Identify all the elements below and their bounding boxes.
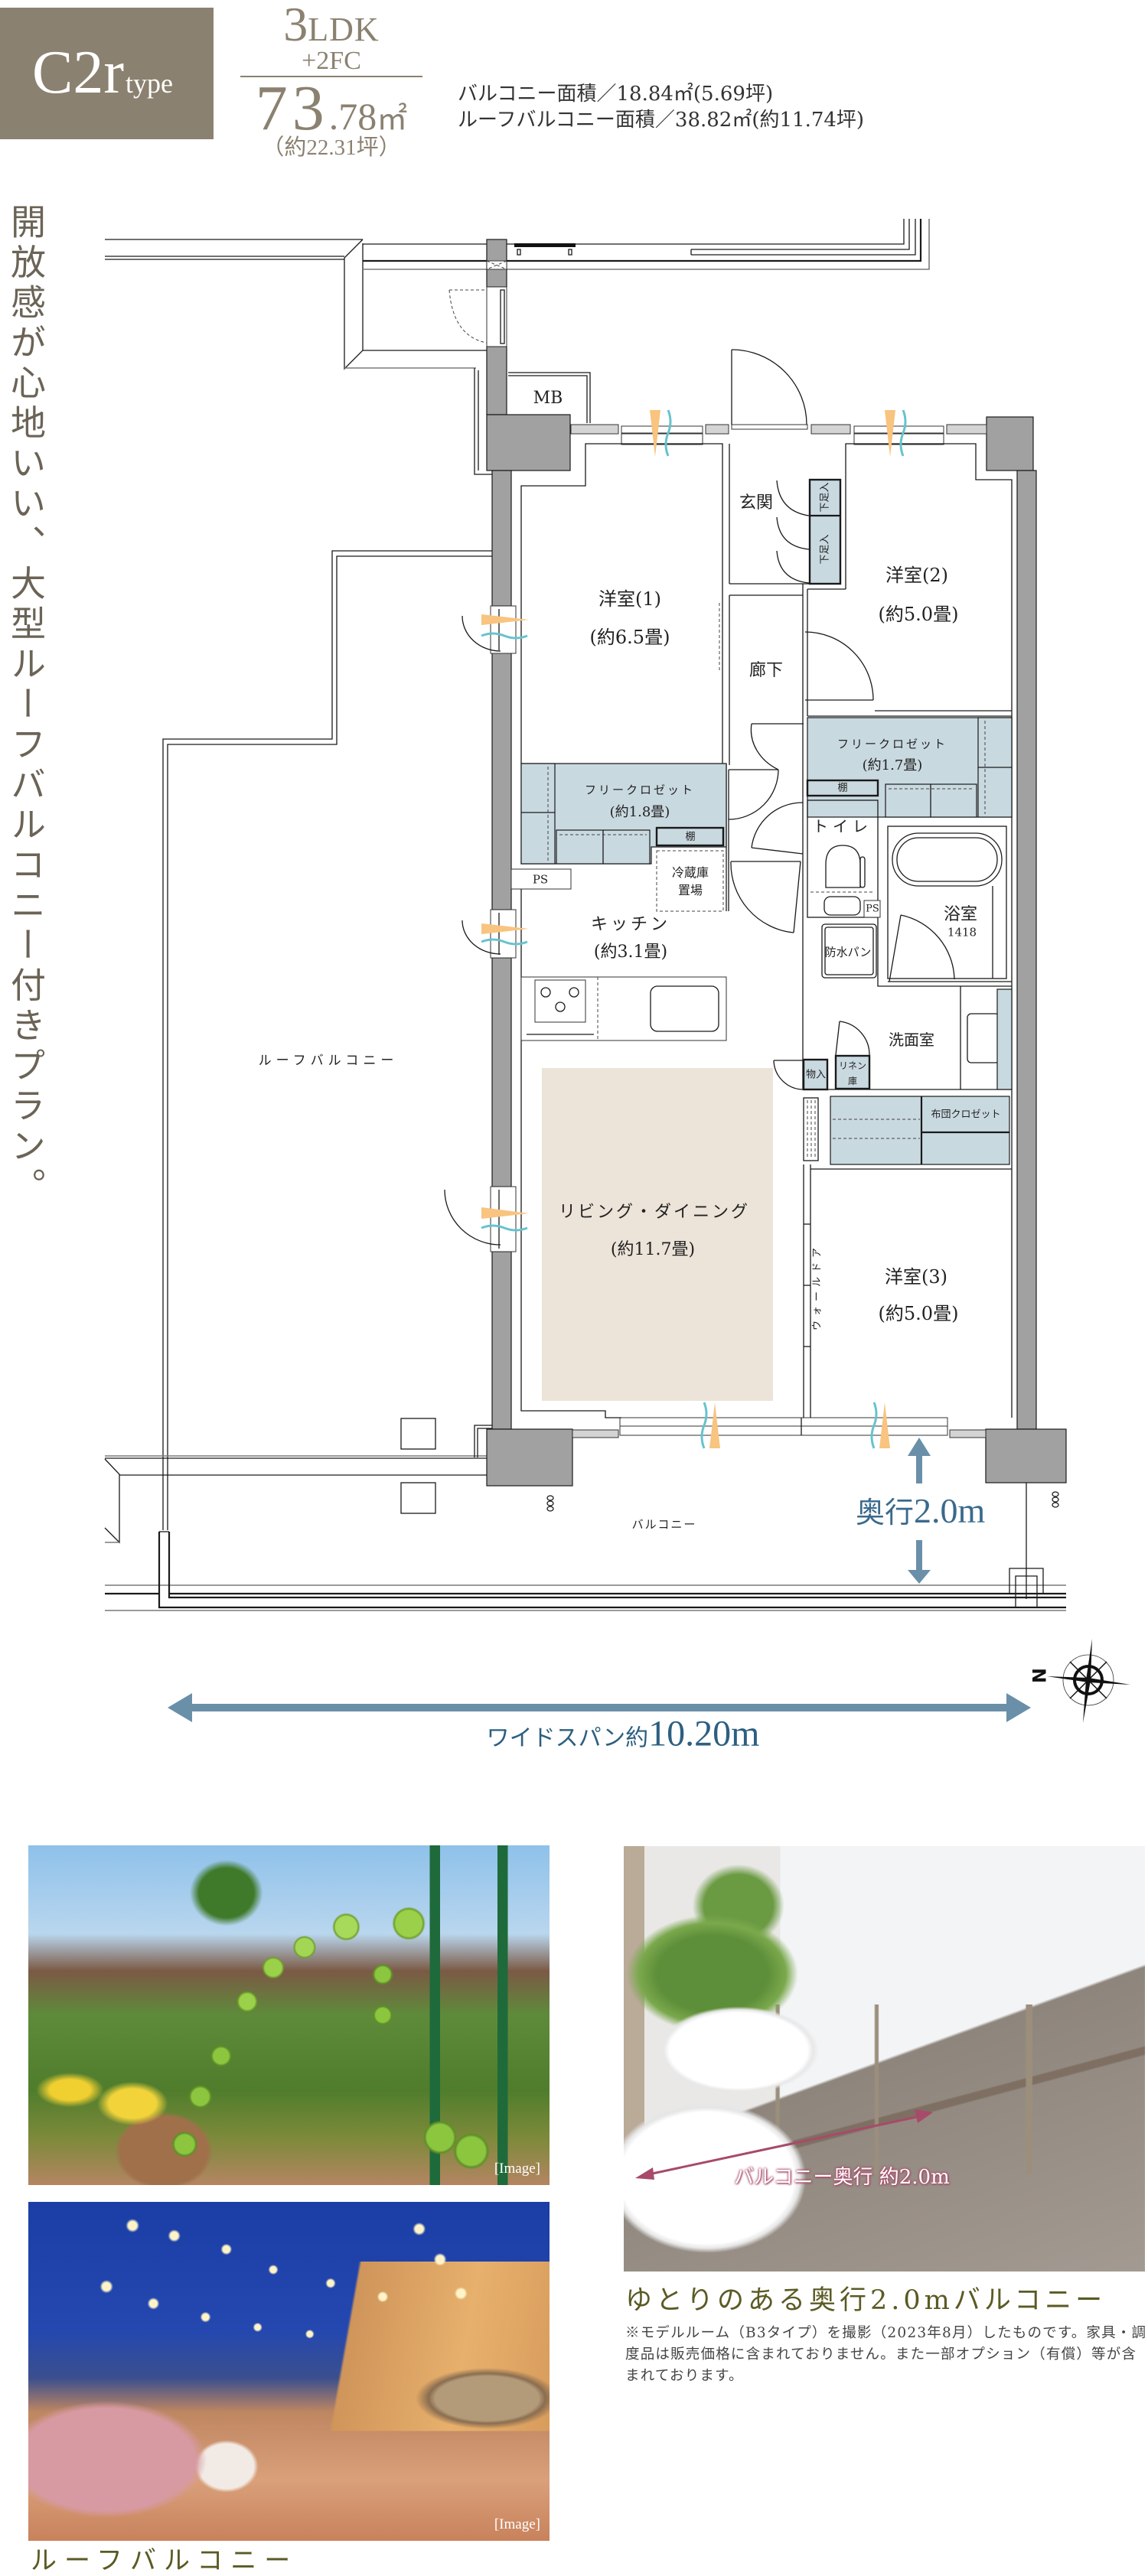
photo-note: ※モデルルーム（B3タイプ）を撮影（2023年8月）したものです。家具・調度品は…: [625, 2325, 1147, 2384]
compass-north-label: N: [1028, 1668, 1049, 1683]
label-hallway: 廊下: [748, 661, 784, 680]
meter-box: [508, 372, 591, 423]
washroom: [773, 917, 1013, 1091]
roof-balcony-outline: [104, 239, 492, 1544]
toilet-room: [807, 800, 881, 918]
layout-extra: +2FC: [302, 47, 361, 75]
windows: [444, 425, 948, 1436]
label-western-room-1: 洋室(1): [598, 588, 661, 610]
corridor-column: [448, 239, 507, 415]
wide-span-arrow-icon: [168, 1693, 1031, 1722]
label-toilet: トイレ: [813, 817, 872, 835]
label-storage: 物入: [805, 1069, 827, 1081]
label-balcony: バルコニー: [631, 1517, 697, 1532]
depth-arrow-icon: [908, 1438, 931, 1584]
label-western-room-2: 洋室(2): [885, 565, 948, 586]
label-waterproof-pan: 防水パン: [824, 945, 872, 959]
label-linen-1: リネン: [838, 1060, 867, 1071]
image-tag: [Image]: [494, 2161, 540, 2177]
depth-value: 2.0m: [914, 1491, 986, 1530]
wide-span-value: 10.20m: [648, 1713, 760, 1754]
depth-dimension: 奥行2.0m: [856, 1492, 985, 1539]
wall-door: [803, 1164, 1012, 1418]
label-entrance: 玄関: [739, 493, 774, 513]
free-closet-1: [510, 763, 727, 912]
label-western-room-3-size: (約5.0畳): [878, 1303, 959, 1324]
interior-partitions: [520, 443, 1013, 1418]
balcony-photo: バルコニー奥行 約2.0m: [624, 1846, 1145, 2272]
kitchen-counter: [520, 976, 727, 1041]
label-shoe-closet-1: 下足入: [819, 482, 831, 513]
image-tag: [Image]: [494, 2516, 540, 2532]
layout-type: 3LDK: [240, 0, 422, 59]
layout-rooms: LDK: [308, 11, 380, 48]
floor-plan: N: [104, 219, 1130, 1723]
label-bathroom: 浴室: [943, 905, 978, 924]
floor-area: 73.78㎡: [240, 77, 422, 155]
balcony-depth-overlay: バルコニー奥行 約2.0m: [734, 2166, 950, 2189]
floor-area-decimal: .78: [328, 95, 377, 138]
label-living-dining-size: (約11.7畳): [610, 1240, 696, 1259]
type-code: C2rtype: [32, 38, 173, 118]
label-kitchen: キッチン: [590, 915, 671, 934]
type-badge: C2rtype: [0, 8, 214, 139]
wide-span-label: ワイドスパン約: [486, 1725, 649, 1751]
label-wall-door: ウォールドア: [811, 1242, 823, 1331]
label-western-room-2-size: (約5.0畳): [878, 604, 959, 625]
label-living-dining: リビング・ダイニング: [558, 1203, 751, 1222]
label-ps: PS: [532, 872, 549, 887]
label-free-closet-2-size: (約1.7畳): [862, 757, 923, 773]
shoe-closet: [776, 478, 842, 585]
label-free-closet-1: フリークロゼット: [584, 783, 696, 797]
label-fridge-space-2: 置場: [677, 883, 703, 897]
label-free-closet-2: フリークロゼット: [837, 737, 948, 751]
label-kitchen-size: (約3.1畳): [593, 943, 668, 962]
roof-balcony-area: ルーフバルコニー面積／38.82㎡(約11.74坪): [458, 109, 865, 132]
layout-divider: [240, 76, 422, 77]
label-western-room-1-size: (約6.5畳): [589, 627, 670, 648]
label-toilet-ps: PS: [866, 903, 879, 915]
label-fridge-space-1: 冷蔵庫: [671, 865, 709, 880]
structural-walls: [486, 414, 1067, 1487]
label-free-closet-1-shelf: 棚: [685, 831, 696, 843]
living-dining-floor: [542, 1068, 773, 1401]
balcony-depth-arrow-icon: [635, 2109, 933, 2180]
type-code-text: C2r: [32, 39, 124, 106]
label-western-room-3: 洋室(3): [885, 1266, 947, 1288]
compass-icon: [1047, 1639, 1130, 1723]
layout-number: 3: [283, 0, 308, 51]
label-free-closet-1-size: (約1.8畳): [609, 804, 670, 820]
floor-area-tsubo: （約22.31坪）: [262, 135, 401, 160]
label-futon-closet: 布団クロゼット: [931, 1109, 1001, 1121]
balcony-area: バルコニー面積／18.84㎡(5.69坪): [458, 83, 774, 106]
label-shoe-closet-2: 下足入: [819, 534, 831, 565]
roof-balcony-night-photo: [Image]: [28, 2202, 550, 2541]
airflow-icons: [481, 409, 907, 1449]
entrance-door: [731, 349, 808, 430]
balcony-caption: ゆとりのある奥行2.0mバルコニー: [625, 2285, 1107, 2316]
roof-balcony-caption: ルーフバルコニー: [31, 2545, 298, 2576]
label-bathroom-size: 1418: [947, 925, 977, 940]
label-roof-balcony: ルーフバルコニー: [258, 1053, 399, 1069]
bathroom: [887, 826, 1012, 982]
floor-area-integer: 73: [255, 73, 329, 144]
wide-span-dimension: ワイドスパン約10.20m: [487, 1715, 760, 1762]
top-corridor-rails: [363, 219, 930, 270]
label-washroom: 洗面室: [889, 1031, 934, 1049]
label-mb: MB: [533, 389, 563, 408]
label-free-closet-2-shelf: 棚: [837, 782, 848, 794]
type-suffix: type: [126, 68, 173, 99]
free-closet-2: [806, 717, 1013, 818]
balcony-outline: [105, 1483, 1066, 1611]
roof-garden-photo: [Image]: [28, 1845, 550, 2185]
floor-area-unit: ㎡: [377, 102, 408, 136]
futon-closet: [803, 1096, 1010, 1165]
label-linen-2: 庫: [847, 1076, 858, 1086]
depth-label: 奥行: [856, 1497, 915, 1529]
tagline: 開放感が心地いい、大型ルーフバルコニー付きプラン。: [5, 204, 47, 1208]
layout-summary: 3LDK +2FC 73.78㎡ （約22.31坪）: [240, 0, 422, 164]
